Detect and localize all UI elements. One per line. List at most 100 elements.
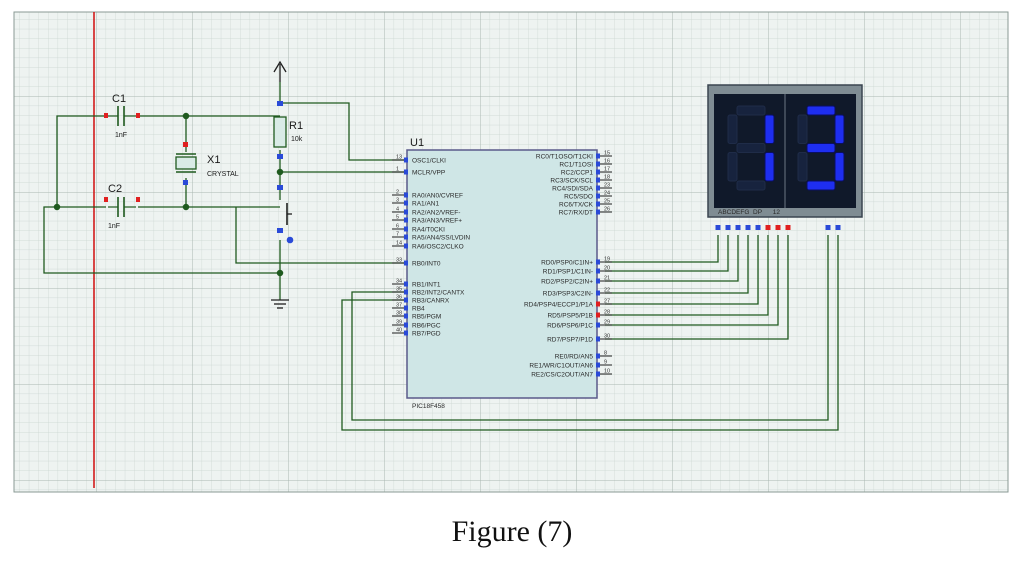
- svg-text:OSC1/CLKI: OSC1/CLKI: [412, 158, 446, 165]
- display-pin: [765, 225, 771, 230]
- svg-text:RC3/SCK/SCL: RC3/SCK/SCL: [550, 178, 593, 185]
- display-pin: [825, 225, 831, 230]
- seven-segment-display: ABCDEFG DP 12: [707, 84, 863, 230]
- svg-text:RC6/TX/CK: RC6/TX/CK: [559, 202, 594, 209]
- svg-text:RB5/PGM: RB5/PGM: [412, 314, 441, 321]
- svg-text:RB1/INT1: RB1/INT1: [412, 282, 441, 289]
- svg-text:RD1/PSP1/C1IN-: RD1/PSP1/C1IN-: [543, 269, 593, 276]
- svg-text:RA6/OSC2/CLKO: RA6/OSC2/CLKO: [412, 244, 464, 251]
- svg-text:22: 22: [604, 288, 610, 294]
- display-pin: [735, 225, 741, 230]
- display-digit-2: [797, 105, 845, 191]
- mcu-right-pins: 15RC0/T1OSO/T1CKI16RC1/T1OSI17RC2/CCP118…: [524, 151, 612, 379]
- svg-text:38: 38: [396, 311, 402, 317]
- svg-text:RC5/SDO: RC5/SDO: [564, 194, 593, 201]
- schematic: C1 1nF C2 1nF X1 CRYSTAL R1 10k: [13, 11, 1009, 493]
- svg-text:4: 4: [396, 207, 399, 213]
- svg-text:9: 9: [604, 360, 607, 366]
- svg-text:2: 2: [396, 190, 399, 196]
- svg-text:RD4/PSP4/ECCP1/P1A: RD4/PSP4/ECCP1/P1A: [524, 302, 594, 309]
- reset-button: [277, 185, 294, 244]
- svg-text:RA1/AN1: RA1/AN1: [412, 201, 439, 208]
- svg-text:35: 35: [396, 287, 402, 293]
- svg-text:RB0/INT0: RB0/INT0: [412, 261, 441, 268]
- resistor-r1: R1 10k: [273, 101, 303, 159]
- svg-text:27: 27: [604, 299, 610, 305]
- svg-text:19: 19: [604, 257, 610, 263]
- svg-text:3: 3: [396, 198, 399, 204]
- svg-text:25: 25: [604, 199, 610, 205]
- c2-value: 1nF: [108, 223, 120, 230]
- svg-text:23: 23: [604, 183, 610, 189]
- svg-text:33: 33: [396, 258, 402, 264]
- display-pin: [745, 225, 751, 230]
- svg-text:RA0/AN0/CVREF: RA0/AN0/CVREF: [412, 193, 463, 200]
- svg-text:40: 40: [396, 328, 402, 334]
- power-terminal: [273, 60, 287, 82]
- figure-caption: Figure (7): [451, 515, 573, 548]
- svg-text:RB2/INT2/CANTX: RB2/INT2/CANTX: [412, 290, 465, 297]
- svg-text:RA4/T0CKI: RA4/T0CKI: [412, 227, 445, 234]
- x1-ref: X1: [207, 154, 220, 166]
- svg-text:RE1/WR/C1OUT/AN6: RE1/WR/C1OUT/AN6: [529, 363, 593, 370]
- svg-text:RD0/PSP0/C1IN+: RD0/PSP0/C1IN+: [541, 260, 593, 267]
- svg-text:RC1/T1OSI: RC1/T1OSI: [559, 162, 593, 169]
- display-digits: [727, 105, 845, 191]
- svg-text:28: 28: [604, 310, 610, 316]
- svg-text:6: 6: [396, 224, 399, 230]
- display-pin: [835, 225, 841, 230]
- svg-text:24: 24: [604, 191, 610, 197]
- svg-text:16: 16: [604, 159, 610, 165]
- display-pin: [785, 225, 791, 230]
- c1-value: 1nF: [115, 132, 127, 139]
- svg-text:RC2/CCP1: RC2/CCP1: [561, 170, 594, 177]
- capacitor-c2: C2 1nF: [104, 183, 140, 230]
- svg-text:15: 15: [604, 151, 610, 157]
- svg-text:37: 37: [396, 303, 402, 309]
- svg-text:RB6/PGC: RB6/PGC: [412, 323, 441, 330]
- u1-part: PIC18F458: [412, 403, 445, 410]
- display-digit-1: [727, 105, 775, 191]
- svg-text:14: 14: [396, 241, 402, 247]
- r1-ref: R1: [289, 120, 303, 132]
- svg-text:RB4: RB4: [412, 306, 425, 313]
- svg-text:RD7/PSP7/P1D: RD7/PSP7/P1D: [547, 337, 593, 344]
- x1-value: CRYSTAL: [207, 171, 239, 178]
- svg-text:1: 1: [396, 167, 399, 173]
- svg-text:39: 39: [396, 320, 402, 326]
- display-pin: [725, 225, 731, 230]
- svg-text:5: 5: [396, 215, 399, 221]
- u1-ref: U1: [410, 137, 424, 149]
- svg-text:10: 10: [604, 369, 610, 375]
- svg-text:RC4/SDI/SDA: RC4/SDI/SDA: [552, 186, 593, 193]
- svg-text:RB7/PGD: RB7/PGD: [412, 331, 441, 338]
- svg-text:RE2/CS/C2OUT/AN7: RE2/CS/C2OUT/AN7: [531, 372, 593, 379]
- svg-text:21: 21: [604, 276, 610, 282]
- svg-text:17: 17: [604, 167, 610, 173]
- svg-text:RC0/T1OSO/T1CKI: RC0/T1OSO/T1CKI: [536, 154, 593, 161]
- display-pin-labels: ABCDEFG DP 12: [718, 209, 780, 216]
